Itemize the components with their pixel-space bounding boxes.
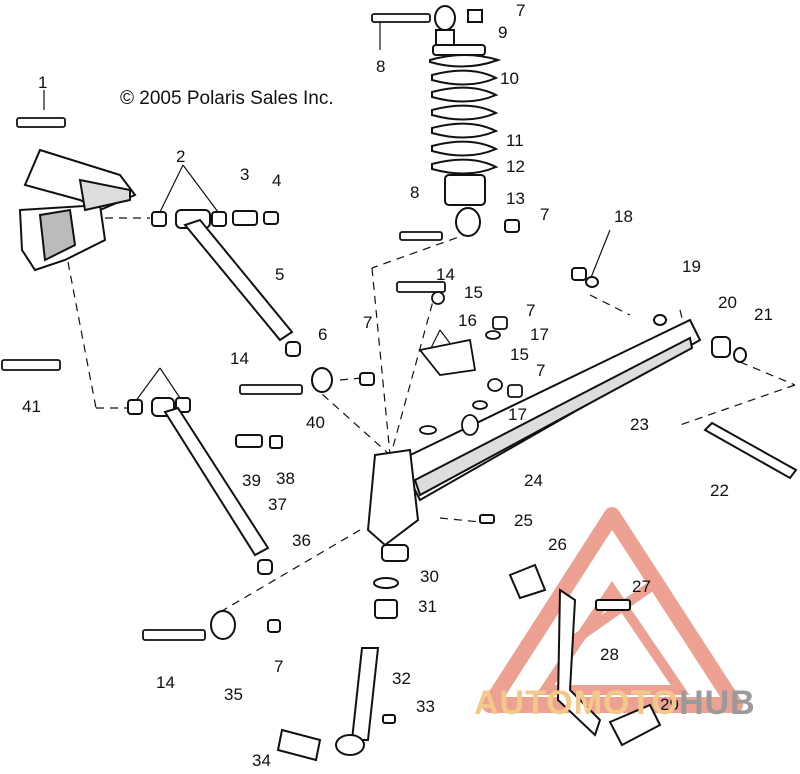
callout-41: 41 <box>22 397 41 416</box>
bolts <box>1 13 446 641</box>
callout-numbers: 1 2 3 4 5 6 7 7 7 7 7 7 8 8 9 10 11 12 1… <box>22 1 773 770</box>
callout-29: 29 <box>660 695 679 714</box>
callout-1: 1 <box>38 73 47 92</box>
callout-34: 34 <box>252 751 271 769</box>
shock-absorber <box>429 5 520 237</box>
callout-2-upper: 2 <box>176 147 185 166</box>
callout-30: 30 <box>420 567 439 586</box>
callout-24: 24 <box>524 471 543 490</box>
callout-7-a: 7 <box>516 1 525 20</box>
callout-12: 12 <box>506 157 525 176</box>
callout-33: 33 <box>416 697 435 716</box>
callout-20: 20 <box>718 293 737 312</box>
callout-6: 6 <box>318 325 327 344</box>
callout-16: 16 <box>458 311 477 330</box>
callout-9: 9 <box>498 23 507 42</box>
callout-36: 36 <box>292 531 311 550</box>
callout-13: 13 <box>506 189 525 208</box>
callout-18: 18 <box>614 207 633 226</box>
callout-38: 38 <box>276 469 295 488</box>
watermark-text-part1: AUTOMOTO <box>474 684 680 722</box>
callout-14-b: 14 <box>230 349 249 368</box>
trailing-arm <box>398 267 798 502</box>
watermark-logo <box>482 507 743 713</box>
callout-7-f: 7 <box>274 657 283 676</box>
callout-17-b: 17 <box>508 405 527 424</box>
callout-5: 5 <box>275 265 284 284</box>
callout-leaders <box>43 20 611 403</box>
callout-28: 28 <box>600 645 619 664</box>
callout-40: 40 <box>306 413 325 432</box>
callout-7-b: 7 <box>540 205 549 224</box>
callout-7-c: 7 <box>363 313 372 332</box>
callout-14-c: 14 <box>156 673 175 692</box>
callout-8-bottom: 8 <box>410 183 419 202</box>
callout-10: 10 <box>500 69 519 88</box>
callout-25: 25 <box>514 511 533 530</box>
frame-bracket <box>18 148 137 272</box>
callout-35: 35 <box>224 685 243 704</box>
callout-14-a: 14 <box>436 265 455 284</box>
callout-8-top: 8 <box>376 57 385 76</box>
pivot-hardware <box>418 291 523 436</box>
callout-11: 11 <box>506 131 524 150</box>
upper-a-arm <box>151 209 375 393</box>
knuckle <box>276 448 495 762</box>
lower-a-arm <box>127 397 283 640</box>
callout-17-a: 17 <box>530 325 549 344</box>
callout-19: 19 <box>682 257 701 276</box>
copyright-notice: © 2005 Polaris Sales Inc. <box>120 88 334 109</box>
callout-7-d: 7 <box>526 301 535 320</box>
callout-26: 26 <box>548 535 567 554</box>
callout-39: 39 <box>242 471 261 490</box>
stabilizer-bar <box>508 563 662 747</box>
callout-37: 37 <box>268 495 287 514</box>
callout-3: 3 <box>240 165 249 184</box>
callout-23: 23 <box>630 415 649 434</box>
callout-15-b: 15 <box>510 345 529 364</box>
leader-lines <box>67 217 796 616</box>
callout-31: 31 <box>418 597 437 616</box>
callout-22: 22 <box>710 481 729 500</box>
callout-4-upper: 4 <box>272 171 281 190</box>
callout-21: 21 <box>754 305 773 324</box>
callout-32: 32 <box>392 669 411 688</box>
watermark-text-part2: HUB <box>679 684 756 722</box>
callout-27: 27 <box>632 577 651 596</box>
callout-7-e: 7 <box>536 361 545 380</box>
watermark-text: AUTOMOTOHUB <box>474 686 756 720</box>
callout-15-a: 15 <box>464 283 483 302</box>
